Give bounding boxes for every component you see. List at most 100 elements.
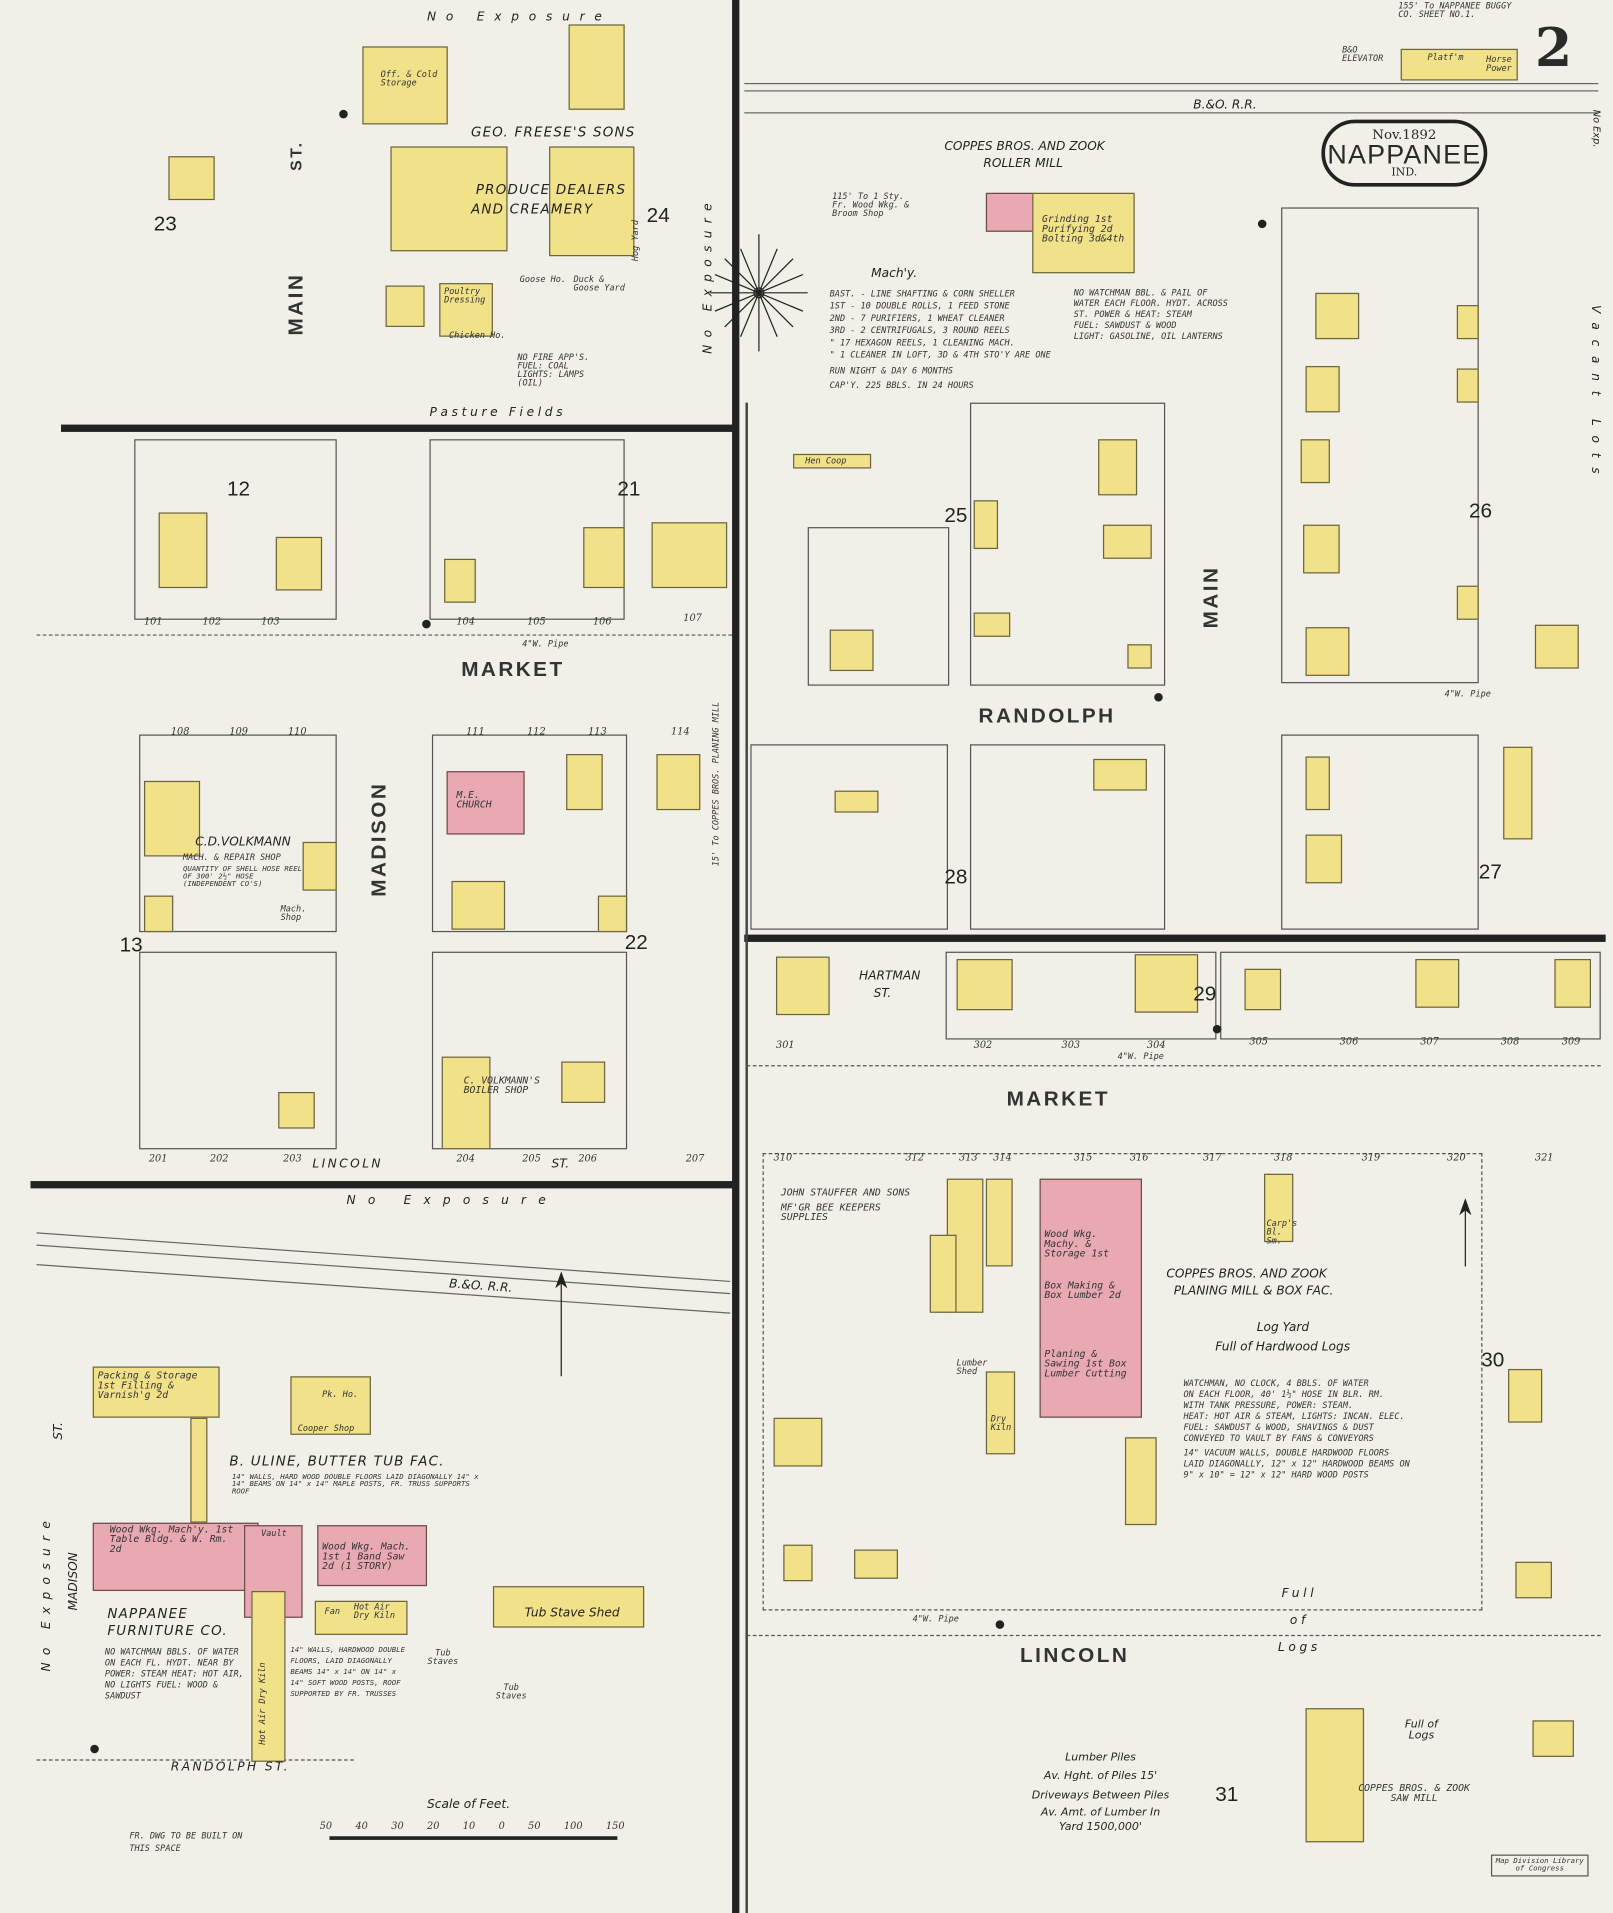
building-frame bbox=[956, 958, 1013, 1011]
business-label-coppes-planing: COPPES BROS. AND ZOOK bbox=[1166, 1267, 1327, 1282]
street-label-lincoln: LINCOLN bbox=[312, 1157, 383, 1172]
building-frame bbox=[158, 512, 208, 589]
block-outline bbox=[762, 1152, 1483, 1611]
note-line: 9" x 10" = 12" x 12" HARD WOOD POSTS bbox=[1183, 1470, 1369, 1480]
exposure-label: No Exp. bbox=[1591, 109, 1602, 148]
street-label-hartman: HARTMAN bbox=[858, 969, 921, 984]
building-frame bbox=[651, 522, 728, 589]
note-line: LAID DIAGONALLY, 12" x 12" HARDWOOD BEAM… bbox=[1183, 1459, 1410, 1470]
note-line: FUEL: SAWDUST & WOOD bbox=[1073, 320, 1177, 331]
platform-label: Platf'm bbox=[1427, 52, 1464, 63]
street-number: 315 bbox=[1073, 1151, 1093, 1163]
log-yard-note: Full of Hardwood Logs bbox=[1215, 1340, 1351, 1355]
note: FR. DWG TO BE BUILT ON THIS SPACE bbox=[129, 1831, 243, 1854]
street-number: 306 bbox=[1339, 1035, 1359, 1047]
water-pipe-market-east bbox=[746, 1065, 1601, 1067]
building-frame bbox=[143, 780, 201, 857]
building-frame bbox=[1305, 627, 1350, 676]
block-outline bbox=[807, 527, 950, 686]
machinery-line: " 1 CLEANER IN LOFT, 3D & 4TH STO'Y ARE … bbox=[829, 350, 1051, 360]
building-label: Wood Wkg. Mach. 1st 1 Band Saw 2d (1 STO… bbox=[322, 1540, 411, 1572]
building-frame bbox=[1134, 954, 1199, 1013]
note-line: 14" VACUUM WALLS, DOUBLE HARDWOOD FLOORS bbox=[1183, 1448, 1390, 1459]
building-label: Lumber Shed bbox=[956, 1357, 988, 1377]
street-label-lincoln-st: ST. bbox=[551, 1157, 570, 1172]
building-label: Off. & Cold Storage bbox=[380, 69, 438, 88]
building-frame bbox=[168, 156, 215, 201]
building-frame bbox=[829, 629, 874, 672]
block-outline bbox=[969, 402, 1166, 686]
building-label: Mach. Shop bbox=[280, 904, 307, 923]
building-frame bbox=[549, 146, 635, 257]
building-frame bbox=[1300, 439, 1330, 484]
hydrant-icon bbox=[1154, 693, 1163, 702]
street-number: 105 bbox=[527, 616, 546, 628]
note-line: HEAT: HOT AIR & STEAM, LIGHTS: INCAN. EL… bbox=[1183, 1411, 1405, 1422]
building-frame-fan bbox=[314, 1600, 408, 1635]
street-number: 201 bbox=[148, 1152, 168, 1164]
block-outline bbox=[431, 734, 628, 933]
building-frame bbox=[1456, 305, 1479, 340]
note-to-nappanee: 155' To NAPPANEE BUGGY CO. SHEET NO.1. bbox=[1398, 1, 1512, 20]
note-line: WATER EACH FLOOR. HYDT. ACROSS bbox=[1073, 298, 1228, 309]
street-number: 310 bbox=[773, 1151, 793, 1163]
street-line-randolph-east bbox=[744, 934, 1606, 942]
north-arrow-icon bbox=[555, 1271, 568, 1377]
business-label-creamery: AND CREAMERY bbox=[470, 201, 594, 218]
building-label: Tub Staves bbox=[495, 1682, 527, 1701]
street-number: 110 bbox=[287, 725, 307, 737]
log-yard-label: Log Yard bbox=[1256, 1321, 1310, 1335]
block-outline bbox=[139, 951, 337, 1150]
business-label-produce: PRODUCE DEALERS bbox=[475, 181, 627, 198]
block-outline bbox=[139, 734, 337, 933]
building-frame bbox=[783, 1544, 813, 1582]
street-number: 312 bbox=[905, 1151, 924, 1163]
street-number: 308 bbox=[1500, 1035, 1520, 1047]
block-number: 24 bbox=[646, 203, 670, 227]
building-frame bbox=[275, 536, 323, 591]
block-outline bbox=[750, 744, 949, 930]
building-frame bbox=[1415, 958, 1460, 1008]
street-number: 111 bbox=[466, 725, 485, 737]
street-label-randolph-st: RANDOLPH ST. bbox=[170, 1760, 290, 1775]
street-number: 112 bbox=[527, 725, 546, 737]
building-frame bbox=[439, 283, 493, 337]
building-frame bbox=[1303, 524, 1340, 574]
building-label: Grinding 1st Purifying 2d Bolting 3d&4th bbox=[1041, 213, 1125, 245]
street-number: 203 bbox=[283, 1152, 302, 1164]
block-number: 25 bbox=[944, 503, 968, 528]
business-label-bee: MF'GR BEE KEEPERS SUPPLIES bbox=[780, 1201, 881, 1223]
building-frame bbox=[1554, 958, 1592, 1008]
building-frame bbox=[597, 895, 628, 933]
street-label-madison-bottom: MADISON bbox=[67, 1552, 81, 1611]
street-number: 318 bbox=[1273, 1151, 1293, 1163]
railroad-track bbox=[744, 82, 1599, 85]
building-frame bbox=[973, 612, 1011, 637]
scale-tick: 10 bbox=[462, 1820, 476, 1832]
full-of-logs-label: Full of Logs bbox=[1277, 1587, 1321, 1655]
note-line: WATCHMAN, NO CLOCK, 4 BBLS. OF WATER bbox=[1183, 1378, 1369, 1389]
building-frame bbox=[566, 754, 603, 811]
building-label: C. VOLKMANN'S BOILER SHOP bbox=[463, 1074, 541, 1096]
block-outline bbox=[1281, 734, 1479, 930]
building-label: Pk. Ho. bbox=[322, 1389, 359, 1400]
machinery-line: 2ND - 7 PURIFIERS, 1 WHEAT CLEANER bbox=[829, 313, 1005, 324]
building-label: Wood Wkg. Machy. & Storage 1st bbox=[1044, 1228, 1110, 1260]
street-number: 202 bbox=[209, 1152, 229, 1164]
building-label: Dry Kiln bbox=[990, 1414, 1012, 1433]
building-frame bbox=[854, 1549, 898, 1579]
compass-rose-icon bbox=[710, 234, 808, 352]
machinery-line: BAST. - LINE SHAFTING & CORN SHELLER bbox=[829, 289, 1015, 299]
block-outline bbox=[431, 951, 628, 1150]
building-frame bbox=[1305, 756, 1330, 811]
pipe-label: 4"W. Pipe bbox=[522, 639, 569, 650]
scale-bar bbox=[329, 1836, 618, 1840]
building-frame bbox=[441, 1056, 491, 1150]
hydrant-icon bbox=[1257, 219, 1267, 229]
building-frame bbox=[793, 453, 872, 469]
note-line: Driveways Between Piles bbox=[1031, 1789, 1170, 1803]
building-label: Tub Staves bbox=[427, 1648, 459, 1667]
building-label: Goose Ho. bbox=[519, 274, 567, 285]
street-label-randolph: RANDOLPH bbox=[978, 703, 1116, 728]
